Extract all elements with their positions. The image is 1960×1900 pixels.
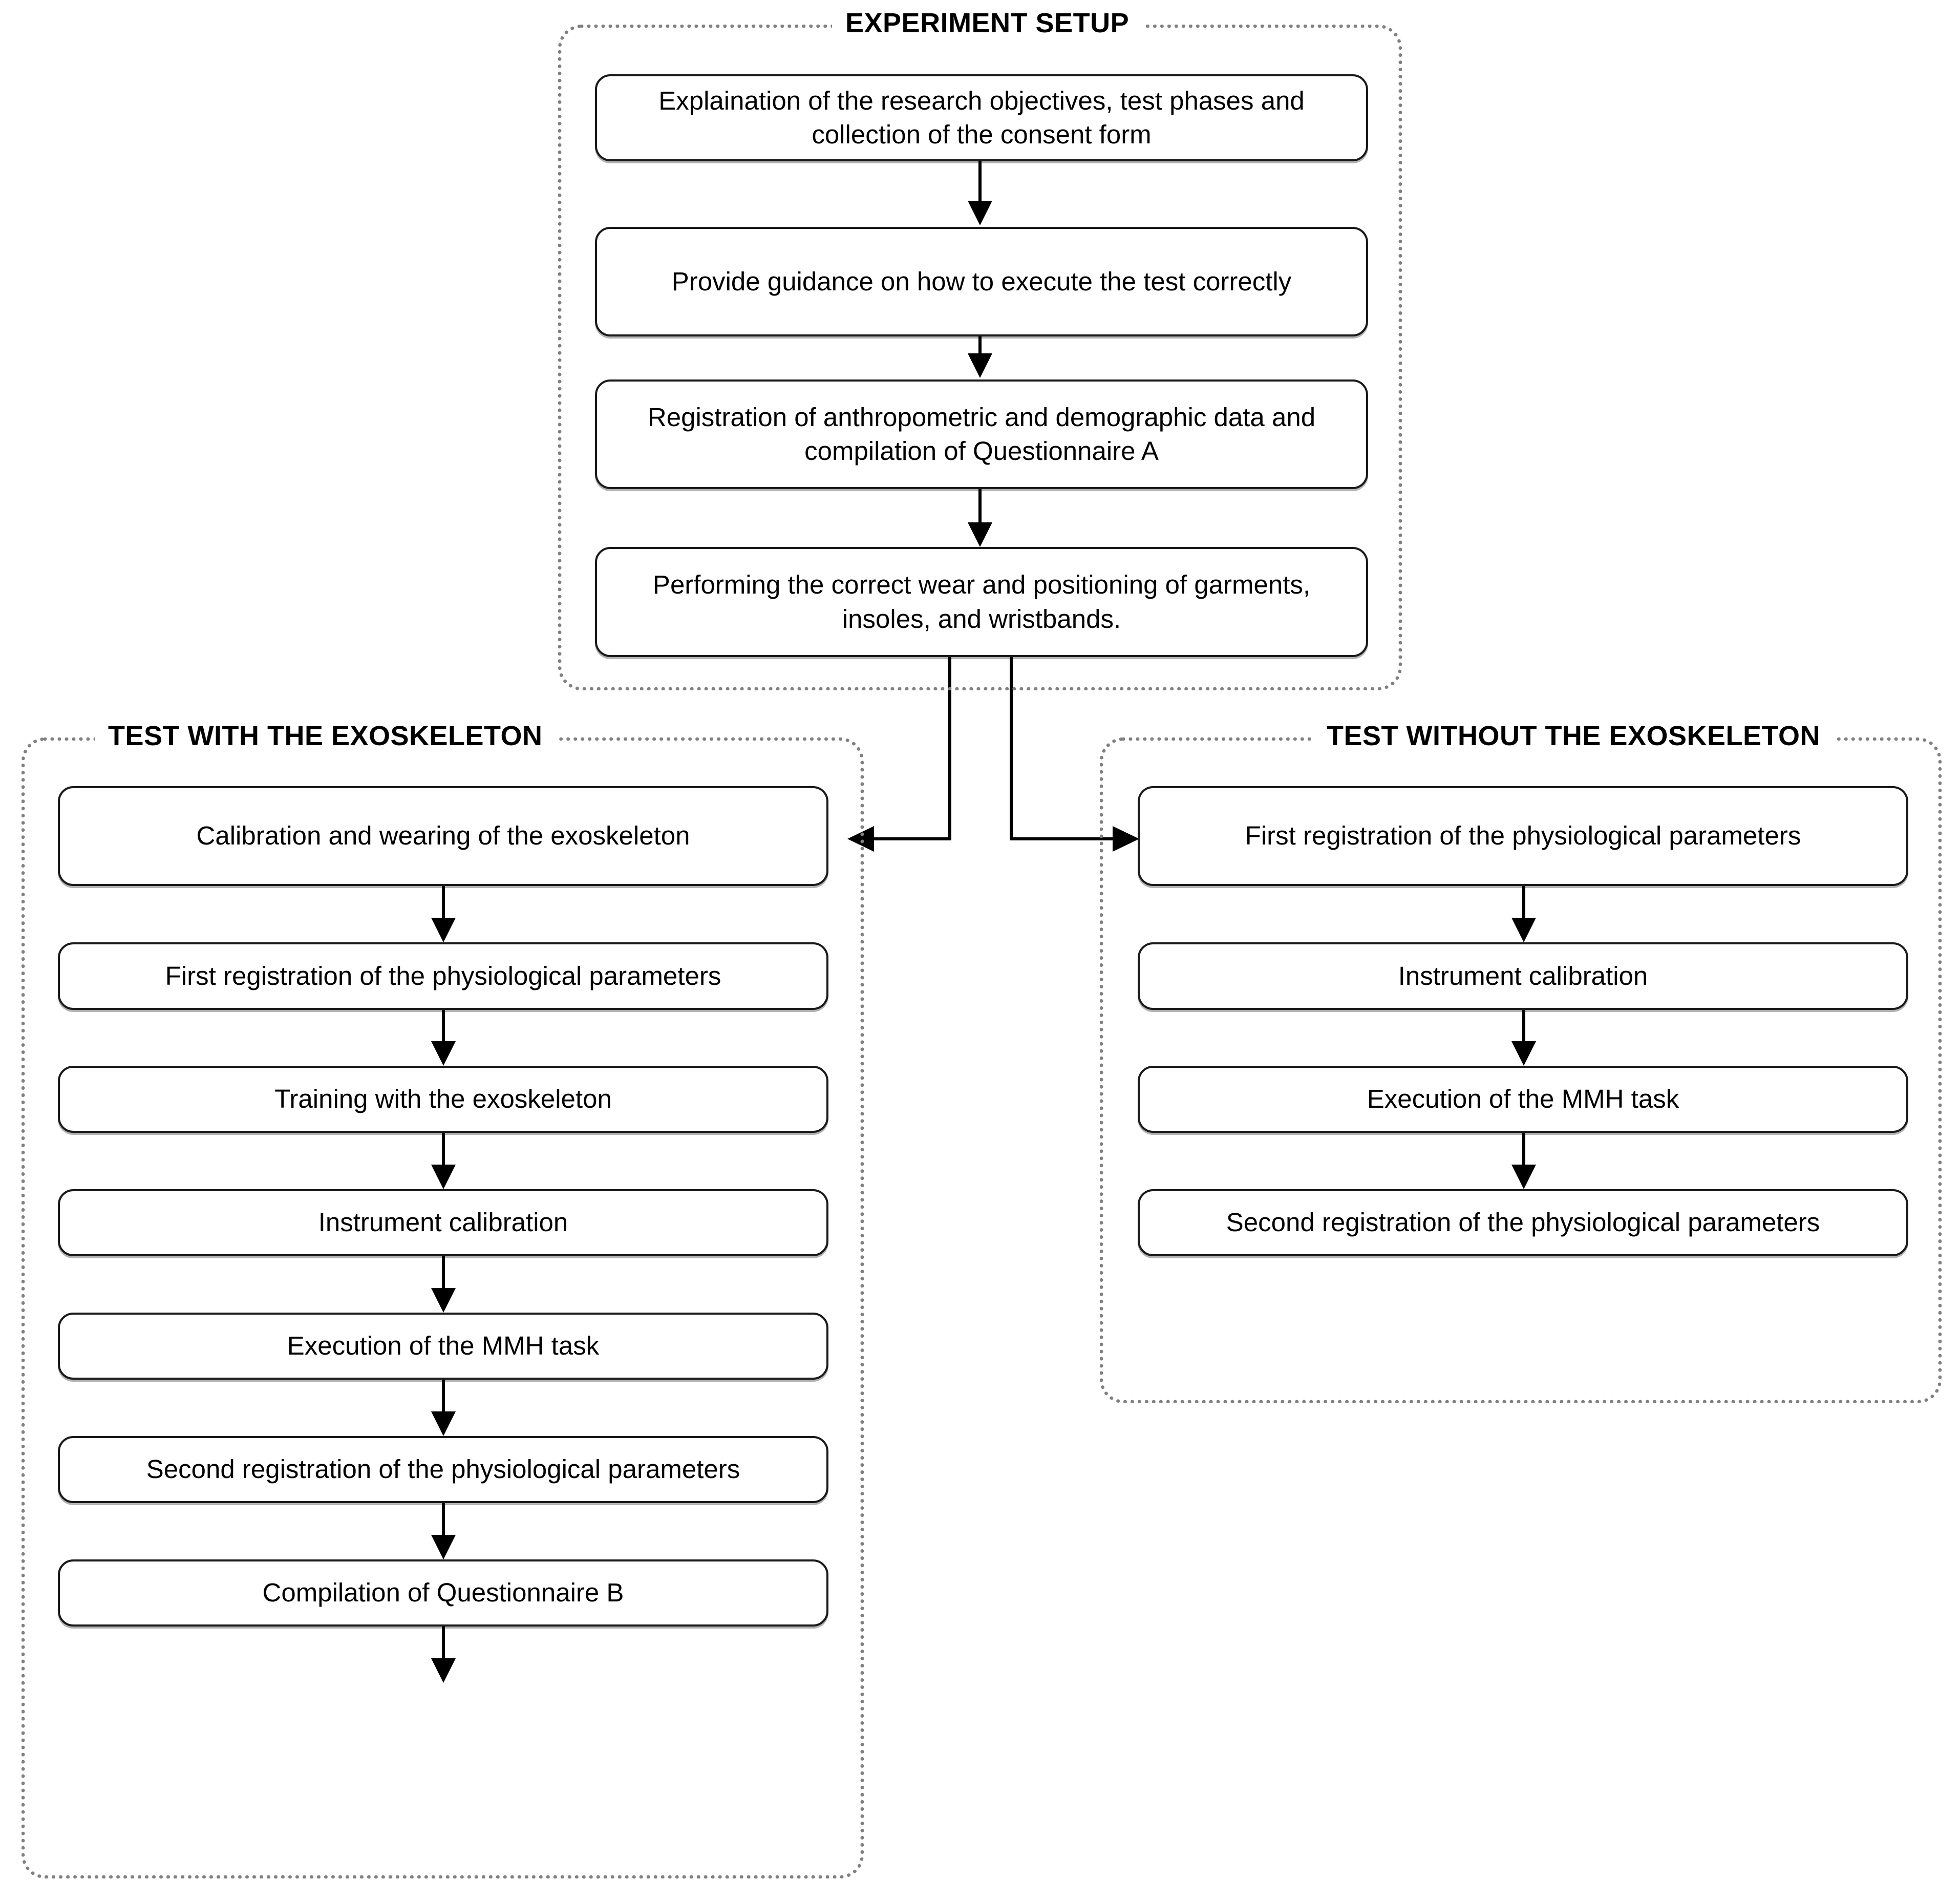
group-title-test-with-exoskeleton: TEST WITH THE EXOSKELETON [95,722,556,750]
step-box-setup-1[interactable]: Explaination of the research objectives,… [595,74,1368,161]
step-box-setup-3[interactable]: Registration of anthropometric and demog… [595,379,1368,489]
step-box-with-exo-2[interactable]: First registration of the physiological … [58,942,828,1010]
group-title-test-without-exoskeleton: TEST WITHOUT THE EXOSKELETON [1313,722,1834,750]
step-box-with-exo-3[interactable]: Training with the exoskeleton [58,1066,828,1133]
group-title-experiment-setup: EXPERIMENT SETUP [832,9,1143,37]
step-box-setup-2[interactable]: Provide guidance on how to execute the t… [595,227,1368,336]
step-box-without-exo-1[interactable]: First registration of the physiological … [1138,786,1908,886]
step-box-setup-4[interactable]: Performing the correct wear and position… [595,547,1368,657]
step-box-with-exo-7[interactable]: Compilation of Questionnaire B [58,1559,828,1627]
step-box-without-exo-3[interactable]: Execution of the MMH task [1138,1066,1908,1133]
step-box-without-exo-4[interactable]: Second registration of the physiological… [1138,1189,1908,1256]
step-box-with-exo-6[interactable]: Second registration of the physiological… [58,1436,828,1503]
step-box-with-exo-4[interactable]: Instrument calibration [58,1189,828,1256]
step-box-without-exo-2[interactable]: Instrument calibration [1138,942,1908,1010]
step-box-with-exo-5[interactable]: Execution of the MMH task [58,1313,828,1380]
group-test-with-exoskeleton [22,737,864,1878]
step-box-with-exo-1[interactable]: Calibration and wearing of the exoskelet… [58,786,828,886]
